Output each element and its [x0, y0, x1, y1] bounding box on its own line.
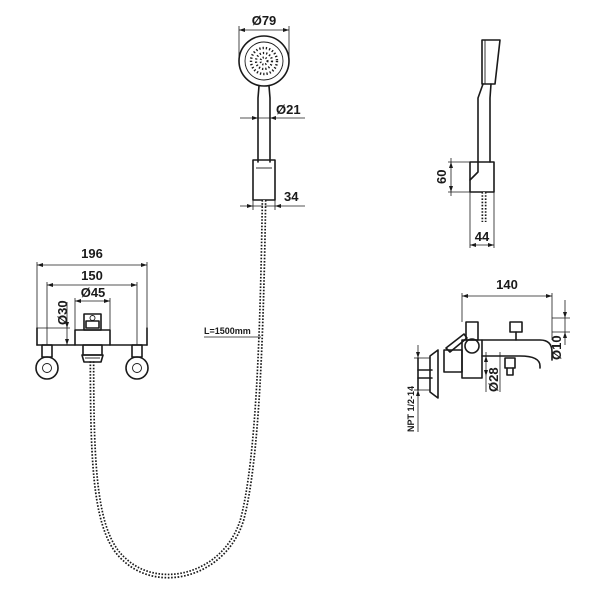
side-mixer-cartridge [465, 321, 479, 341]
hand-shower-side-view [469, 39, 501, 222]
lever-cartridge [83, 313, 102, 331]
side-hose-outlet [504, 357, 516, 369]
body-diameter-label: Ø45 [81, 285, 106, 300]
left-flange-inner [42, 363, 52, 373]
dim-connector-diameter: Ø30 [37, 300, 70, 346]
side-diverter-top [509, 321, 523, 333]
side-holder-depth-label: 44 [475, 229, 490, 244]
side-mixer-top-knob [464, 338, 480, 354]
shower-handle [257, 85, 271, 163]
side-spout [481, 339, 553, 369]
outlet-nut [81, 354, 104, 363]
shower-head-outline [238, 35, 290, 87]
side-escutcheon [429, 349, 439, 399]
right-flange-inner [132, 363, 142, 373]
wall-holder [252, 159, 276, 201]
right-flange [125, 356, 149, 380]
mixer-side-view [417, 321, 553, 399]
shower-head-nozzles [249, 46, 279, 76]
dim-spout-diameter: Ø10 [549, 300, 570, 360]
dim-side-holder-depth: 44 [469, 192, 495, 248]
dim-hose-length: L=1500mm [204, 326, 261, 338]
lever-screw [89, 315, 96, 321]
shower-head-diameter-label: Ø79 [252, 13, 277, 28]
side-hose-outlet-tip [506, 367, 514, 376]
dim-shower-head: Ø79 [238, 13, 290, 61]
side-holder-height-label: 60 [434, 170, 449, 184]
left-connector [41, 344, 53, 358]
dim-spout-length: 140 [461, 277, 553, 340]
dim-thread-spec: NPT 1/2-14 [406, 345, 430, 432]
thread-spec-label: NPT 1/2-14 [406, 386, 416, 432]
left-flange [35, 356, 59, 380]
spout-diameter-label: Ø10 [549, 335, 564, 360]
outlet-neck [82, 344, 103, 356]
handle-diameter-label: Ø21 [276, 102, 301, 117]
overall-width-label: 196 [81, 246, 103, 261]
side-cartridge-body [443, 349, 463, 373]
lever-cap [85, 320, 100, 329]
right-connector [131, 344, 143, 358]
side-shower-handle [477, 83, 492, 163]
dim-overall-width: 196 [36, 246, 148, 345]
shower-hose [89, 199, 267, 579]
side-shower-head [481, 39, 501, 85]
outlet-diameter-label: Ø28 [486, 367, 501, 392]
center-distance-label: 150 [81, 268, 103, 283]
shower-head-face [244, 41, 284, 81]
dim-center-distance: 150 [46, 268, 138, 345]
hose-length-label: L=1500mm [204, 326, 251, 336]
dim-handle: Ø21 [240, 102, 305, 122]
connector-diameter-label: Ø30 [55, 300, 70, 325]
mixer-valve-housing [74, 329, 111, 346]
side-holder-bracket [469, 161, 479, 181]
dim-holder: 34 [240, 189, 305, 210]
dim-side-holder-height: 60 [434, 158, 470, 196]
spout-length-label: 140 [496, 277, 518, 292]
hand-shower-front-view [238, 35, 290, 201]
dim-outlet-diameter: Ø28 [484, 352, 501, 392]
dim-body-diameter: Ø45 [74, 285, 111, 330]
holder-width-label: 34 [284, 189, 299, 204]
